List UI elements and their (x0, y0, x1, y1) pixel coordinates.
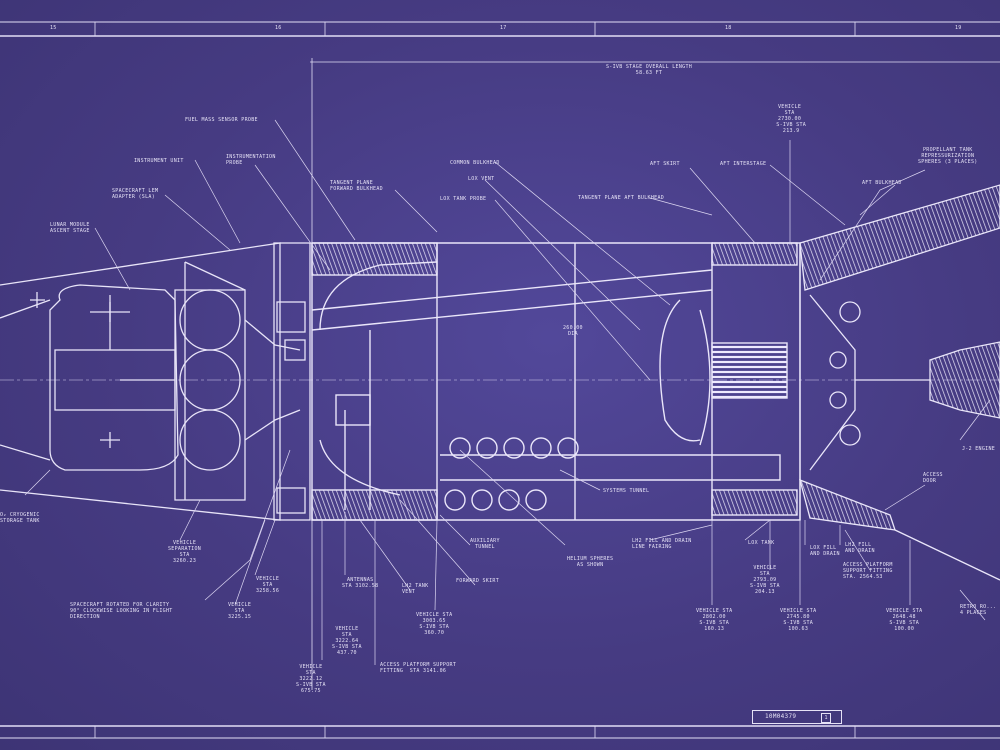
auxiliary-tunnel-label: AUXILIARY TUNNEL (470, 538, 500, 550)
zone-marker-19: 19 (955, 25, 962, 31)
aft-interstage-label: AFT INTERSTAGE (720, 161, 767, 167)
forward-skirt-label: FORWARD SKIRT (456, 578, 500, 584)
cryogenic-storage-tank-label: O₂ CRYOGENIC STORAGE TANK (0, 512, 40, 524)
spacecraft-rotated-note: SPACECRAFT ROTATED FOR CLARITY 90° CLOCK… (70, 602, 173, 620)
aft-skirt-label: AFT SKIRT (650, 161, 680, 167)
systems-tunnel-label: SYSTEMS TUNNEL (603, 488, 650, 494)
lh2-tank-vent-label: LH2 TANK VENT (402, 583, 429, 595)
spacecraft-adapter (0, 242, 301, 521)
vehicle-sta-2802-label: VEHICLE STA 2802.00 S-IVB STA 160.13 (696, 608, 733, 632)
diameter-label: 260.00 DIA (563, 325, 583, 337)
propellant-tank-repressurization-label: PROPELLANT TANK REPRESSURIZATION SPHERES… (918, 147, 978, 165)
drawing-number: 10M04379 (765, 713, 797, 720)
vehicle-sta-3003-label: VEHICLE STA 3003.65 S-IVB STA 360.70 (416, 612, 453, 636)
zone-marker-15: 15 (50, 25, 57, 31)
overall-length-dimension (310, 58, 1000, 690)
j2-engine-label: J-2 ENGINE (962, 446, 996, 452)
fuel-mass-sensor-probe-label: FUEL MASS SENSOR PROBE (185, 117, 258, 123)
common-bulkhead-label: COMMON BULKHEAD (450, 160, 500, 166)
retro-rockets-label: RETRO RO... 4 PLACES (960, 604, 997, 616)
aft-bulkhead-label: AFT BULKHEAD (862, 180, 902, 186)
access-platform-support-right-label: ACCESS PLATFORM SUPPORT FITTING STA. 256… (843, 562, 893, 580)
leader-lines (24, 119, 991, 665)
sheet-number: 1 (821, 713, 831, 723)
aft-interstage (799, 184, 1000, 581)
zone-marker-18: 18 (725, 25, 732, 31)
vehicle-sta-2745-label: VEHICLE STA 2745.80 S-IVB STA 100.63 (780, 608, 817, 632)
vehicle-sta-top-label: VEHICLE STA 2730.00 S-IVB STA 213.9 (776, 104, 807, 134)
vehicle-sta-3222-label: VEHICLE STA 3222.64 S-IVB STA 437.70 (332, 626, 362, 656)
s-ivb-stage (311, 242, 801, 521)
vehicle-separation-label: VEHICLE SEPARATION STA 3260.23 (168, 540, 202, 564)
title-block: 10M04379 1 (752, 710, 842, 724)
vehicle-sta-lower-label: VEHICLE STA 2793.09 S-IVB STA 204.13 (750, 565, 780, 595)
spacecraft-lem-adapter-label: SPACECRAFT LEM ADAPTER (SLA) (112, 188, 159, 200)
drawing-frame (0, 21, 1000, 739)
access-door-label: ACCESS DOOR (923, 472, 943, 484)
lox-vent-label: LOX VENT (468, 176, 495, 182)
lh2-fill-drain-label: LH2 FILL AND DRAIN (845, 542, 875, 554)
lox-fill-label: LOX FILL AND DRAIN (810, 545, 840, 557)
vehicle-sta-bottom-label: VEHICLE STA 3222.12 S-IVB STA 675.75 (296, 664, 326, 694)
vehicle-sta-3258-label: VEHICLE STA 3258.56 (256, 576, 280, 594)
lunar-module-label: LUNAR MODULE ASCENT STAGE (50, 222, 90, 234)
vehicle-sta-2648-label: VEHICLE STA 2648.48 S-IVB STA 100.00 (886, 608, 923, 632)
helium-spheres-label: HELIUM SPHERES AS SHOWN (567, 556, 614, 568)
instrument-unit (273, 242, 311, 521)
antennas-label: ANTENNAS STA 3102.58 (342, 577, 379, 589)
vehicle-sta-3225-label: VEHICLE STA 3225.15 (228, 602, 252, 620)
lox-tank-label: LOX TANK (748, 540, 775, 546)
instrumentation-probe-label: INSTRUMENTATION PROBE (226, 154, 276, 166)
lunar-module (30, 284, 179, 471)
lox-tank-probe-label: LOX TANK PROBE (440, 196, 487, 202)
tangent-plane-aft-bulkhead-label: TANGENT PLANE AFT BULKHEAD (578, 195, 665, 201)
lh2-fill-drain-line-label: LH2 FILL AND DRAIN LINE FAIRING (632, 538, 692, 550)
access-platform-support-bottom-label: ACCESS PLATFORM SUPPORT FITTING STA 3141… (380, 662, 457, 674)
zone-marker-16: 16 (275, 25, 282, 31)
tangent-plane-forward-bulkhead-label: TANGENT PLANE FORWARD BULKHEAD (330, 180, 383, 192)
overall-length-label: S-IVB STAGE OVERALL LENGTH 58.63 FT (606, 64, 693, 76)
zone-marker-17: 17 (500, 25, 507, 31)
instrument-unit-label: INSTRUMENT UNIT (134, 158, 184, 164)
